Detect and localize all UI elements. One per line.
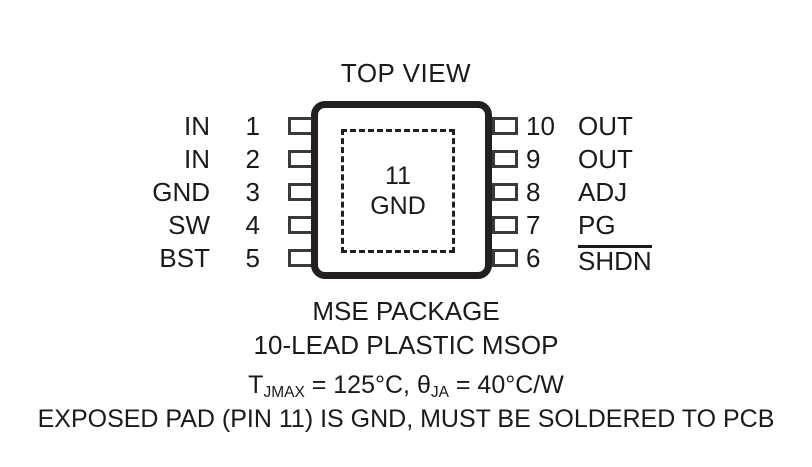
pin-name-right-8: ADJ — [578, 177, 628, 207]
exposed-pad-outline — [341, 129, 455, 253]
tjmax-value: = 125°C, — [304, 371, 417, 399]
pin-number-right-8: 8 — [526, 177, 541, 207]
pin-number-left-4: 4 — [245, 210, 260, 240]
pin-name-left-3: GND — [152, 177, 210, 207]
pin-lead-right-1 — [492, 117, 518, 135]
tjmax-subscript: JMAX — [263, 384, 305, 401]
pin-number-left-3: 3 — [245, 177, 260, 207]
theta-symbol: θ — [416, 371, 431, 399]
pin-number-left-5: 5 — [245, 243, 260, 273]
caption-exposed-pad-note: EXPOSED PAD (PIN 11) IS GND, MUST BE SOL… — [37, 405, 775, 433]
pin-name-right-6: SHDN — [578, 245, 748, 274]
pin-number-right-7: 7 — [526, 210, 541, 240]
pin-name-left-5: BST — [159, 243, 210, 273]
pin-name-left-1: IN — [184, 111, 210, 141]
tjmax-symbol: T — [248, 371, 264, 399]
exposed-pad-number: 11 — [385, 162, 411, 190]
pin-number-right-10: 10 — [526, 111, 555, 141]
caption-lead-description: 10-LEAD PLASTIC MSOP — [253, 330, 559, 360]
theta-value: = 40°C/W — [448, 371, 564, 399]
pin-name-right-9: OUT — [578, 144, 633, 174]
caption-package-name: MSE PACKAGE — [312, 296, 500, 326]
exposed-pad-labels: 11 GND — [341, 129, 455, 253]
theta-subscript: JA — [430, 384, 449, 401]
pin-name-right-7: PG — [578, 210, 616, 240]
pin-lead-right-4 — [492, 216, 518, 234]
exposed-pad-name: GND — [370, 192, 426, 220]
pin-number-left-2: 2 — [245, 144, 260, 174]
top-view-title: TOP VIEW — [340, 58, 472, 88]
caption-thermal-spec: TJMAX = 125°C, θJA = 40°C/W — [0, 371, 812, 401]
pin-lead-right-2 — [492, 150, 518, 168]
active-low-overbar: SHDN — [578, 245, 652, 276]
pin-number-right-6: 6 — [526, 243, 541, 273]
pin-name-right-10: OUT — [578, 111, 633, 141]
pin-name-left-4: SW — [168, 210, 210, 240]
pin-name-left-2: IN — [184, 144, 210, 174]
pin-lead-right-3 — [492, 183, 518, 201]
pin-number-right-9: 9 — [526, 144, 541, 174]
pin-number-left-1: 1 — [245, 111, 260, 141]
pin-lead-right-5 — [492, 249, 518, 267]
